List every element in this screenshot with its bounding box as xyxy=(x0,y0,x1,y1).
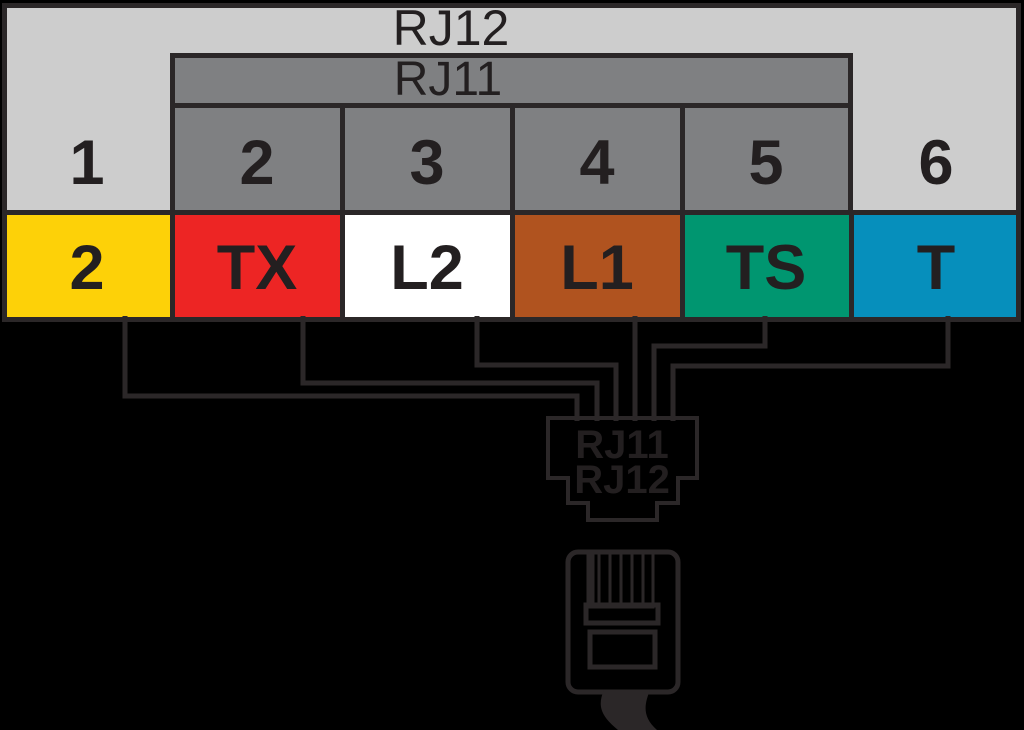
signal-label-5: TS xyxy=(725,233,807,303)
wire-pin3 xyxy=(474,316,619,421)
signal-label-1: 2 xyxy=(69,233,105,303)
jack-outline xyxy=(546,416,699,522)
pin-divider-2-3 xyxy=(340,103,345,215)
jack-label-line2: RJ12 xyxy=(574,458,670,502)
wire-pin5 xyxy=(651,316,768,421)
wire-pin1 xyxy=(122,316,580,421)
pin-number-4: 4 xyxy=(579,128,615,198)
pin-number-1: 1 xyxy=(69,128,105,198)
wire-pin2 xyxy=(300,316,600,421)
jack-label-line1: RJ11 xyxy=(575,423,669,467)
plug-latch-window xyxy=(587,629,658,670)
signal-cell-5 xyxy=(680,210,854,322)
plug-contact-bar xyxy=(583,602,661,626)
rj12-header-label: RJ12 xyxy=(392,0,510,56)
signal-cell-3 xyxy=(340,210,515,322)
signal-cell-6 xyxy=(849,210,1021,322)
pin-number-5: 5 xyxy=(748,128,784,198)
signal-label-6: T xyxy=(916,233,956,303)
pin-divider-4-5 xyxy=(680,103,685,215)
pin-divider-3-4 xyxy=(510,103,515,215)
pin-number-6: 6 xyxy=(918,128,954,198)
rj11-header-label: RJ11 xyxy=(393,53,503,106)
signal-cell-2 xyxy=(170,210,345,322)
pin-number-2: 2 xyxy=(239,128,275,198)
signal-label-4: L1 xyxy=(560,233,634,303)
wire-pin6 xyxy=(670,316,951,421)
signal-label-3: L2 xyxy=(390,233,464,303)
pin-number-3: 3 xyxy=(409,128,445,198)
signal-cell-1 xyxy=(2,210,175,322)
plug-cable xyxy=(600,690,657,730)
signal-label-2: TX xyxy=(216,233,298,303)
